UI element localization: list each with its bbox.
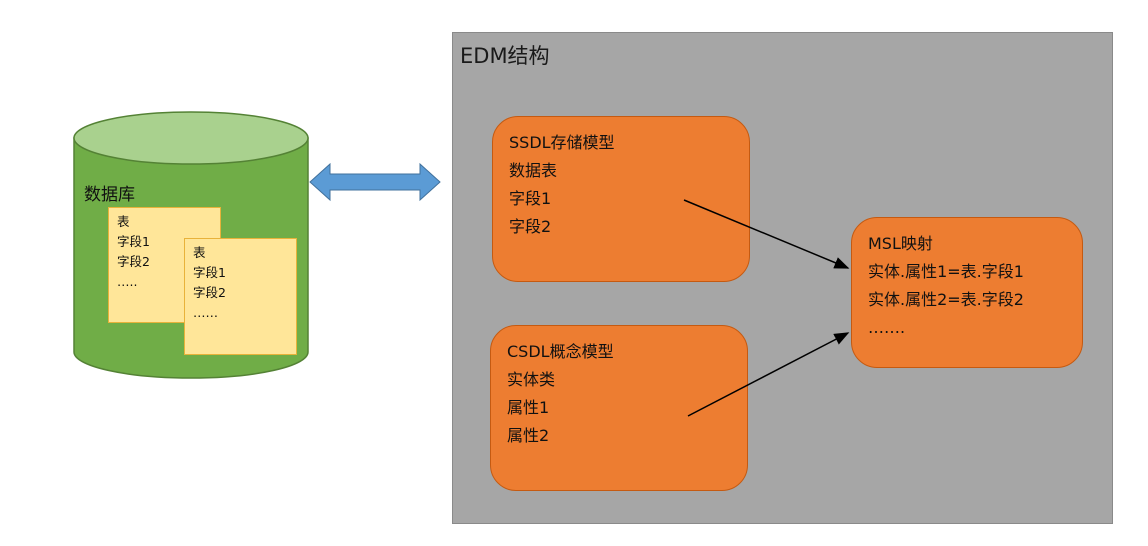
csdl-line: CSDL概念模型 (507, 342, 614, 361)
csdl-line: 属性2 (507, 426, 550, 445)
cylinder-top (73, 111, 309, 165)
msl-line: 实体.属性1=表.字段1 (868, 262, 1024, 281)
double-arrow-icon (309, 162, 441, 202)
ssdl-line: SSDL存储模型 (509, 133, 615, 152)
ssdl-line: 数据表 (509, 161, 558, 180)
ssdl-line: 字段1 (509, 189, 552, 208)
database-label: 数据库 (84, 185, 135, 205)
table-note-line: 字段2 (117, 254, 150, 269)
table-note-line: 字段1 (193, 265, 226, 280)
edm-title: EDM结构 (460, 44, 550, 68)
table-note-line: 表 (117, 214, 130, 229)
ssdl-line: 字段2 (509, 217, 552, 236)
csdl-line: 属性1 (507, 398, 550, 417)
table-note-line: …… (193, 305, 218, 320)
csdl-line: 实体类 (507, 370, 556, 389)
msl-line: ……. (868, 318, 906, 337)
table-note-line: ….. (117, 274, 138, 289)
table-note-2: 表 字段1 字段2 …… (184, 238, 297, 355)
table-note-line: 字段1 (117, 234, 150, 249)
table-note-line: 表 (193, 245, 206, 260)
csdl-box: CSDL概念模型 实体类 属性1 属性2 (490, 325, 748, 491)
msl-line: MSL映射 (868, 234, 933, 253)
ssdl-box: SSDL存储模型 数据表 字段1 字段2 (492, 116, 750, 282)
msl-box: MSL映射 实体.属性1=表.字段1 实体.属性2=表.字段2 ……. (851, 217, 1083, 368)
msl-line: 实体.属性2=表.字段2 (868, 290, 1024, 309)
table-note-line: 字段2 (193, 285, 226, 300)
